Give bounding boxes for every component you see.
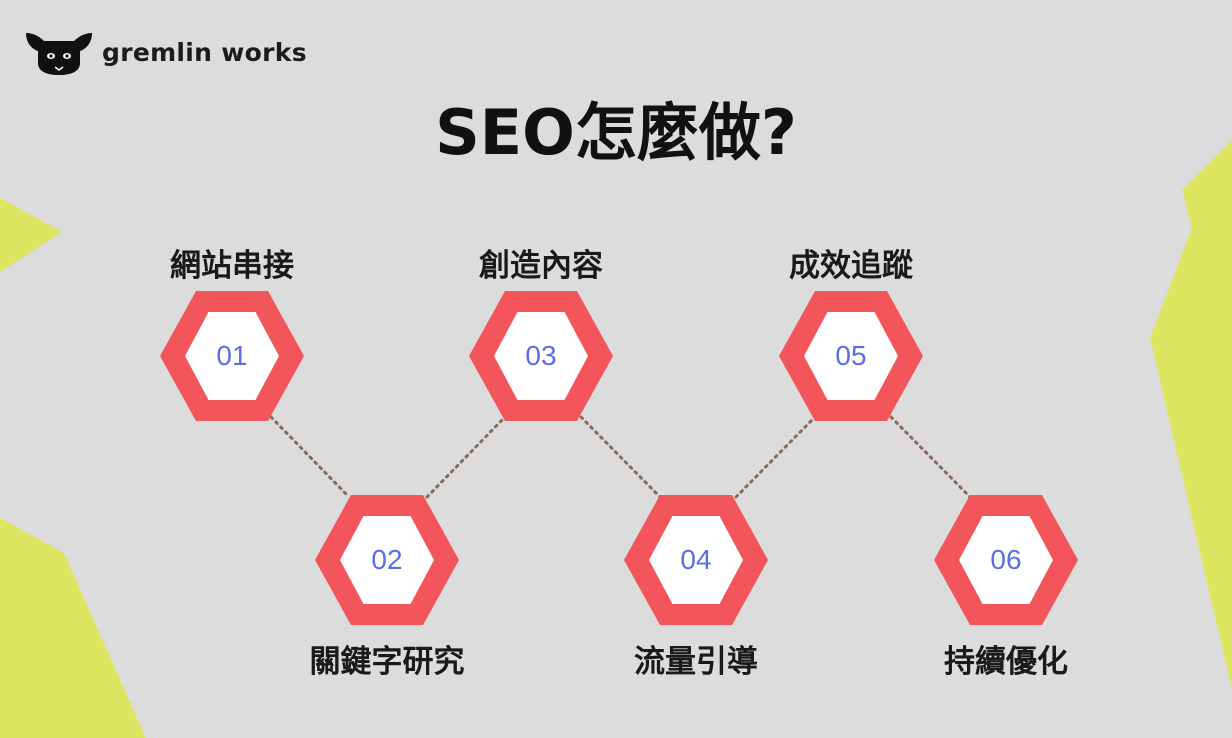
deco-triangle-left [0, 198, 62, 272]
step-label-6: 持續優化 [944, 644, 1068, 680]
deco-shape-right [1150, 140, 1232, 690]
connector-line-4 [734, 415, 817, 499]
hexagon-inner: 05 [804, 312, 898, 400]
step-label-4: 流量引導 [634, 644, 758, 680]
step-hexagon-3: 03 [469, 291, 613, 421]
step-label-5: 成效追蹤 [789, 248, 913, 284]
step-number: 06 [990, 544, 1022, 575]
page-title: SEO怎麼做? [435, 96, 797, 169]
step-label-3: 創造內容 [479, 248, 603, 284]
connector-line-3 [579, 415, 662, 499]
step-hexagon-5: 05 [779, 291, 923, 421]
step-hexagon-6: 06 [934, 495, 1078, 625]
step-hexagon-1: 01 [160, 291, 304, 421]
step-number: 05 [835, 340, 867, 371]
deco-shape-bottom-left [0, 518, 146, 738]
connector-lines [269, 415, 972, 499]
step-number: 03 [525, 340, 557, 371]
connector-line-5 [889, 415, 972, 499]
step-hexagon-2: 02 [315, 495, 459, 625]
hexagon-inner: 02 [340, 516, 434, 604]
brand-logo: gremlin works [22, 26, 307, 78]
connector-line-2 [425, 415, 507, 499]
step-number: 04 [680, 544, 712, 575]
gremlin-mascot-icon [26, 33, 92, 75]
step-number: 02 [371, 544, 403, 575]
connector-line-1 [269, 415, 351, 499]
step-label-1: 網站串接 [170, 248, 294, 284]
step-number: 01 [216, 340, 248, 371]
brand-name: gremlin works [102, 37, 307, 67]
step-label-2: 關鍵字研究 [309, 644, 465, 680]
hexagon-inner: 01 [185, 312, 279, 400]
hexagon-inner: 04 [649, 516, 743, 604]
step-hexagon-4: 04 [624, 495, 768, 625]
